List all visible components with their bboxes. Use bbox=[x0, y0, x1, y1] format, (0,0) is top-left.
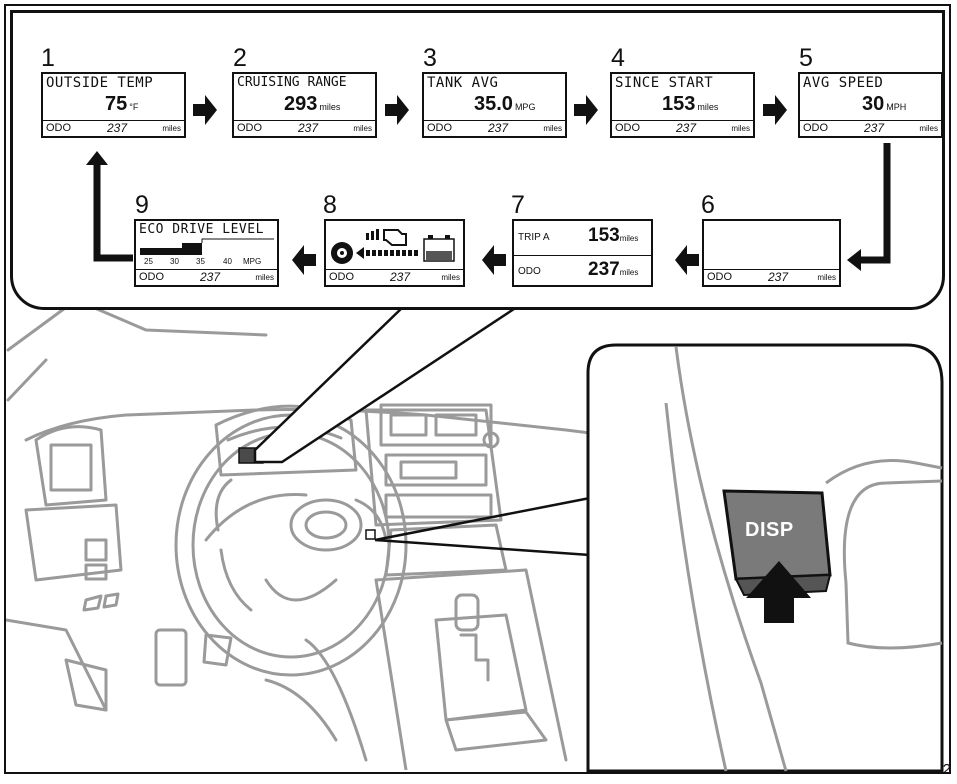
display-title: SINCE START bbox=[615, 75, 713, 91]
step-number: 9 bbox=[135, 193, 149, 218]
odo-value: 237miles bbox=[588, 259, 638, 281]
disp-button-label[interactable]: DISP bbox=[745, 519, 794, 542]
step-number: 8 bbox=[323, 193, 337, 218]
arrow-right-icon bbox=[193, 95, 217, 125]
step-number: 2 bbox=[233, 46, 247, 71]
step-number: 7 bbox=[511, 193, 525, 218]
trip-value: 153miles bbox=[588, 225, 638, 247]
step-number: 1 bbox=[41, 46, 55, 71]
arrow-left-icon bbox=[482, 245, 506, 275]
arrow-left-icon bbox=[847, 249, 861, 271]
arrow-right-icon bbox=[385, 95, 409, 125]
display-title: OUTSIDE TEMP bbox=[46, 75, 153, 91]
step-number: 3 bbox=[423, 46, 437, 71]
eco-bar-graph bbox=[136, 238, 277, 256]
engine-icon bbox=[384, 230, 406, 245]
battery-icon bbox=[424, 235, 454, 261]
display-value: 75°F bbox=[105, 93, 138, 116]
step-number: 6 bbox=[701, 193, 715, 218]
display-title: CRUISING RANGE bbox=[237, 75, 347, 90]
arrow-left-icon bbox=[675, 245, 699, 275]
trip-label: TRIP A bbox=[518, 232, 550, 243]
arrow-left-icon bbox=[356, 247, 418, 259]
display-trip-a: TRIP A 153miles ODO 237miles bbox=[512, 219, 653, 287]
step-number: 5 bbox=[799, 46, 813, 71]
display-title: AVG SPEED bbox=[803, 75, 883, 91]
step-number: 4 bbox=[611, 46, 625, 71]
arrow-right-icon bbox=[574, 95, 598, 125]
disp-switch-inset bbox=[586, 343, 944, 773]
display-title: ECO DRIVE LEVEL bbox=[139, 222, 264, 237]
arrow-up-icon bbox=[86, 151, 108, 165]
energy-flow-graphic bbox=[326, 221, 463, 271]
display-title: TANK AVG bbox=[427, 75, 498, 91]
arrow-right-icon bbox=[763, 95, 787, 125]
arrow-left-icon bbox=[292, 245, 316, 275]
odo-label: ODO bbox=[518, 266, 541, 277]
